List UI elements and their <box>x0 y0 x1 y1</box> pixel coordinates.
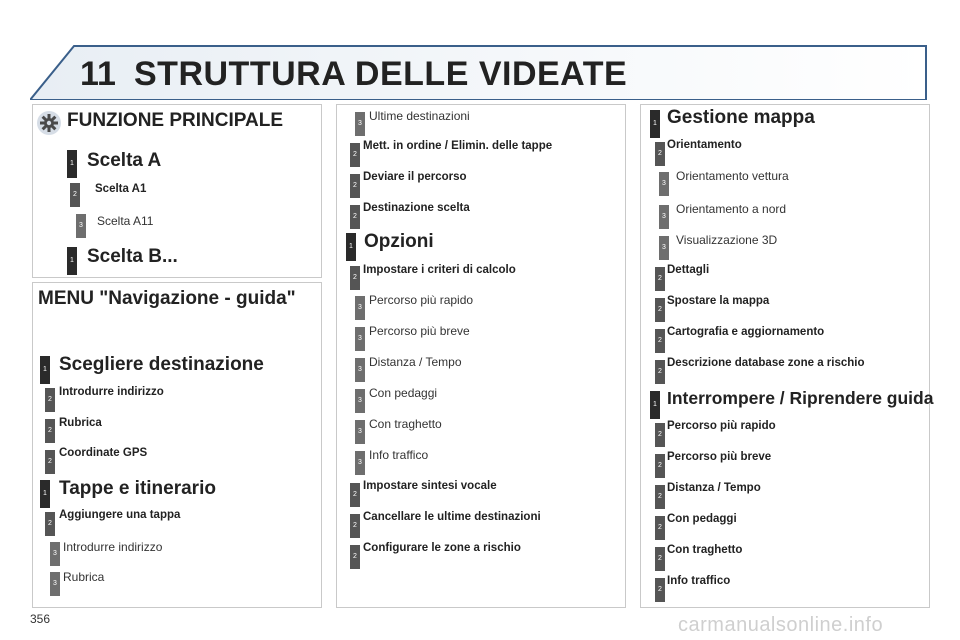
level-3-badge: 3 <box>659 236 669 260</box>
mid-item-ultime-destinazioni: Ultime destinazioni <box>369 109 470 123</box>
level-2-badge: 2 <box>655 516 665 540</box>
level-2-badge: 2 <box>45 450 55 474</box>
level-1-badge: 1 <box>67 247 77 275</box>
menu-title: MENU "Navigazione - guida" <box>38 288 296 309</box>
level-2-badge: 2 <box>655 547 665 571</box>
menu-item-rubrica: Rubrica <box>59 417 102 429</box>
right-item-orientamento-nord: Orientamento a nord <box>676 202 787 216</box>
legend-panel <box>32 104 322 278</box>
menu-item-tappe-itinerario: Tappe e itinerario <box>59 478 216 499</box>
level-2-badge: 2 <box>350 545 360 569</box>
level-2-badge: 2 <box>350 174 360 198</box>
mid-item-distanza-tempo: Distanza / Tempo <box>369 355 462 369</box>
level-2-badge: 2 <box>655 142 665 166</box>
level-1-badge: 1 <box>67 150 77 178</box>
level-1-badge: 1 <box>40 356 50 384</box>
right-item-cartografia: Cartografia e aggiornamento <box>667 326 825 338</box>
level-3-badge: 3 <box>355 389 365 413</box>
level-2-badge: 2 <box>655 267 665 291</box>
level-2-badge: 2 <box>350 143 360 167</box>
mid-item-percorso-rapido: Percorso più rapido <box>369 293 474 307</box>
menu-panel <box>32 282 322 608</box>
level-2-badge: 2 <box>655 578 665 602</box>
level-2-badge: 2 <box>350 514 360 538</box>
right-panel <box>640 104 930 608</box>
level-2-badge: 2 <box>350 205 360 229</box>
right-item-distanza-tempo: Distanza / Tempo <box>667 482 761 494</box>
page-number: 356 <box>30 612 51 626</box>
level-1-badge: 1 <box>650 110 660 138</box>
right-item-spostare-mappa: Spostare la mappa <box>667 295 770 307</box>
right-item-percorso-breve: Percorso più breve <box>667 451 772 463</box>
menu-item-introdurre-indirizzo: Introdurre indirizzo <box>59 386 164 398</box>
level-3-badge: 3 <box>76 214 86 238</box>
right-item-interrompere-guida: Interrompere / Riprendere guida <box>667 388 934 408</box>
level-2-badge: 2 <box>350 483 360 507</box>
level-1-badge: 1 <box>40 480 50 508</box>
mid-item-cancellare-destinazioni: Cancellare le ultime destinazioni <box>363 511 541 523</box>
level-1-badge: 1 <box>650 391 660 419</box>
level-2-badge: 2 <box>655 298 665 322</box>
right-item-gestione-mappa: Gestione mappa <box>667 107 815 128</box>
watermark: carmanualsonline.info <box>678 614 884 636</box>
level-3-badge: 3 <box>659 172 669 196</box>
right-item-percorso-rapido: Percorso più rapido <box>667 420 776 432</box>
right-item-orientamento: Orientamento <box>667 139 742 151</box>
legend-item-scelta-a: Scelta A <box>87 150 162 171</box>
page-title: STRUTTURA DELLE VIDEATE <box>134 55 628 93</box>
right-item-orientamento-vettura: Orientamento vettura <box>676 169 789 183</box>
level-2-badge: 2 <box>655 454 665 478</box>
mid-item-sintesi-vocale: Impostare sintesi vocale <box>363 480 497 492</box>
level-2-badge: 2 <box>655 329 665 353</box>
level-1-badge: 1 <box>346 233 356 261</box>
header-band <box>30 44 928 100</box>
mid-item-deviare-percorso: Deviare il percorso <box>363 171 467 183</box>
level-3-badge: 3 <box>50 542 60 566</box>
mid-item-configurare-zone: Configurare le zone a rischio <box>363 542 521 554</box>
legend-title: FUNZIONE PRINCIPALE <box>67 110 284 131</box>
legend-item-scelta-a1: Scelta A1 <box>95 183 147 195</box>
level-2-badge: 2 <box>655 360 665 384</box>
mid-item-con-traghetto: Con traghetto <box>369 417 442 431</box>
level-2-badge: 2 <box>45 388 55 412</box>
middle-panel <box>336 104 626 608</box>
right-item-dettagli: Dettagli <box>667 264 710 276</box>
chapter-number: 11 <box>80 55 116 93</box>
mid-item-info-traffico: Info traffico <box>369 448 429 462</box>
level-2-badge: 2 <box>655 423 665 447</box>
menu-item-scegliere-destinazione: Scegliere destinazione <box>59 354 264 375</box>
level-3-badge: 3 <box>355 420 365 444</box>
level-2-badge: 2 <box>70 183 80 207</box>
mid-item-impostare-criteri: Impostare i criteri di calcolo <box>363 264 516 276</box>
right-item-visualizzazione-3d: Visualizzazione 3D <box>676 233 778 247</box>
right-item-info-traffico: Info traffico <box>667 575 731 587</box>
level-3-badge: 3 <box>355 296 365 320</box>
menu-item-aggiungere-tappa: Aggiungere una tappa <box>59 509 181 521</box>
level-3-badge: 3 <box>659 205 669 229</box>
level-2-badge: 2 <box>350 266 360 290</box>
menu-item-introdurre-indirizzo-sub: Introdurre indirizzo <box>63 540 163 554</box>
legend-item-scelta-b: Scelta B... <box>87 246 178 267</box>
right-item-database-zone: Descrizione database zone a rischio <box>667 357 865 369</box>
menu-item-rubrica-sub: Rubrica <box>63 570 105 584</box>
mid-item-opzioni: Opzioni <box>364 231 434 252</box>
legend-item-scelta-a11: Scelta A11 <box>97 214 154 228</box>
level-3-badge: 3 <box>355 451 365 475</box>
right-item-con-traghetto: Con traghetto <box>667 544 743 556</box>
level-3-badge: 3 <box>355 358 365 382</box>
gear-icon <box>37 111 61 135</box>
mid-item-con-pedaggi: Con pedaggi <box>369 386 438 400</box>
level-2-badge: 2 <box>655 485 665 509</box>
menu-item-coordinate-gps: Coordinate GPS <box>59 447 148 459</box>
level-2-badge: 2 <box>45 419 55 443</box>
level-3-badge: 3 <box>355 112 365 136</box>
mid-item-percorso-breve: Percorso più breve <box>369 324 470 338</box>
level-2-badge: 2 <box>45 512 55 536</box>
mid-item-destinazione-scelta: Destinazione scelta <box>363 202 470 214</box>
level-3-badge: 3 <box>355 327 365 351</box>
mid-item-mett-in-ordine: Mett. in ordine / Elimin. delle tappe <box>363 140 553 152</box>
right-item-con-pedaggi: Con pedaggi <box>667 513 737 525</box>
level-3-badge: 3 <box>50 572 60 596</box>
